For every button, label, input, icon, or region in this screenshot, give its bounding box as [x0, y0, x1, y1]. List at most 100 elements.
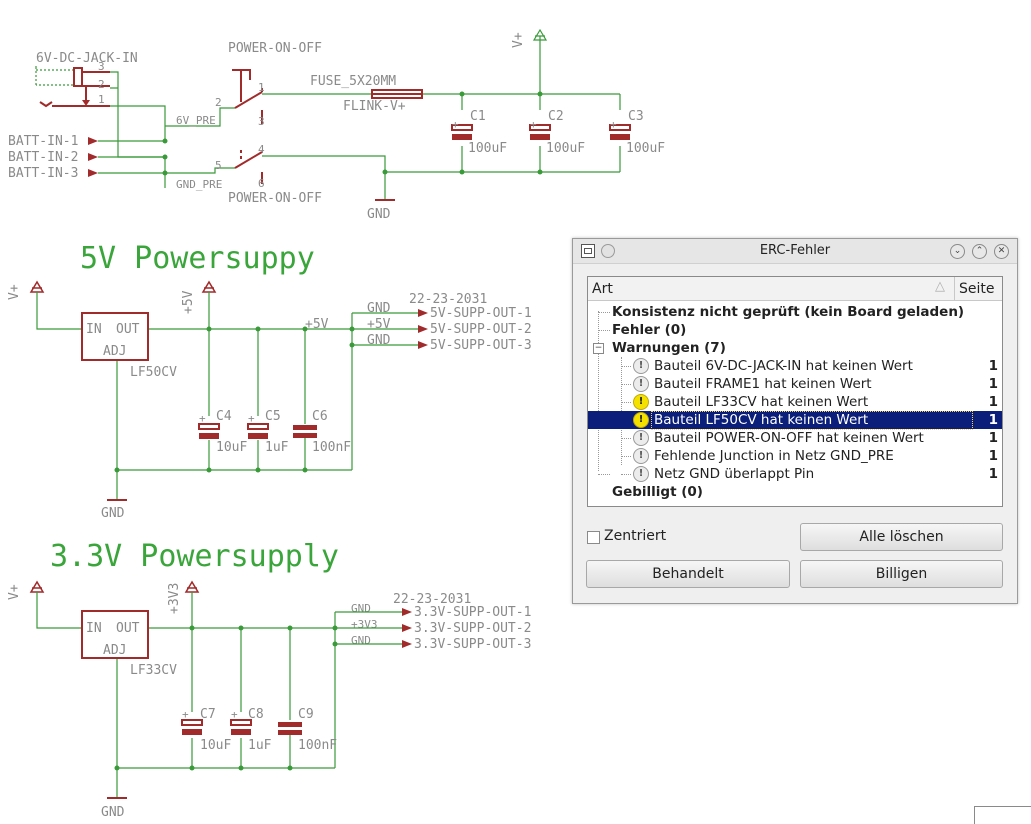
c2-value: 100uF	[546, 141, 585, 156]
c7-value: 10uF	[200, 738, 231, 753]
conn5-out-2: 5V-SUPP-OUT-2	[430, 322, 532, 337]
sort-indicator-icon[interactable]: △	[935, 279, 945, 294]
reg33-in: IN	[86, 621, 102, 636]
warning-grey-icon: !	[633, 466, 649, 482]
dialog-titlebar[interactable]: ERC-Fehler ⌄ ⌃ ✕	[573, 239, 1017, 264]
warning-grey-icon: !	[633, 430, 649, 446]
tree-item-consistency[interactable]: Konsistenz nicht geprüft (kein Board gel…	[612, 304, 965, 320]
switch-pin5: 5	[215, 159, 222, 172]
warning-row[interactable]: ! Bauteil FRAME1 hat keinen Wert 1	[588, 375, 1002, 393]
rail-33v-symbol[interactable]: +3V3	[167, 580, 200, 614]
clear-all-button[interactable]: Alle löschen	[800, 523, 1003, 551]
reg5-in: IN	[86, 322, 102, 337]
zentriert-checkbox[interactable]	[587, 531, 600, 544]
connector-5v[interactable]: 22-23-2031 GND +5V GND 5V-SUPP-OUT-1 5V-…	[365, 292, 532, 353]
cap-c1[interactable]: + C1 100uF	[451, 109, 507, 156]
warning-row[interactable]: ! Fehlende Junction in Netz GND_PRE 1	[588, 447, 1002, 465]
pre-wires	[110, 88, 235, 188]
vplus-33v-label: V+	[7, 584, 22, 600]
svg-text:+: +	[610, 118, 617, 131]
batt-in-1-label: BATT-IN-1	[8, 134, 78, 149]
tree-item-errors[interactable]: Fehler (0)	[612, 322, 687, 338]
gnd-top-label: GND	[367, 207, 391, 222]
conn33-out-2: 3.3V-SUPP-OUT-2	[414, 621, 531, 636]
cap-c9[interactable]: C9 100nF	[278, 707, 337, 753]
switch-name-top: POWER-ON-OFF	[228, 41, 322, 56]
window-menu-icon[interactable]	[601, 244, 615, 258]
wires-5v	[36, 292, 365, 500]
net-6v-pre: 6V_PRE	[176, 114, 216, 127]
frame-corner	[974, 806, 1031, 824]
collapse-icon[interactable]: −	[593, 343, 604, 354]
fuse-wires	[262, 36, 621, 200]
c4-name: C4	[216, 409, 232, 424]
jack-pin2: 2	[98, 78, 105, 91]
svg-text:+: +	[199, 412, 206, 425]
vplus-top[interactable]: V+	[511, 28, 548, 48]
cap-c3[interactable]: + C3 100uF	[609, 109, 665, 156]
conn33-out-3: 3.3V-SUPP-OUT-3	[414, 637, 531, 652]
rail-5v-symbol[interactable]: +5V	[181, 280, 217, 314]
erc-tree[interactable]: Art △ Seite Konsistenz nicht geprüft (ke…	[587, 276, 1003, 507]
handled-button[interactable]: Behandelt	[586, 560, 790, 588]
gnd-33v[interactable]: GND	[101, 797, 127, 820]
cap-c5[interactable]: + C5 1uF	[247, 409, 289, 455]
fuse-value: FLINK-V+	[343, 99, 406, 114]
c3-name: C3	[628, 109, 644, 124]
close-icon[interactable]: ✕	[994, 244, 1009, 259]
c6-name: C6	[312, 409, 328, 424]
connector-33v[interactable]: 22-23-2031 GND +3V3 GND 3.3V-SUPP-OUT-1 …	[350, 592, 531, 652]
tree-item-approved[interactable]: Gebilligt (0)	[612, 484, 703, 500]
cap-c2[interactable]: + C2 100uF	[529, 109, 585, 156]
cap-c4[interactable]: + C4 10uF	[198, 409, 247, 455]
warning-row[interactable]: ! Bauteil POWER-ON-OFF hat keinen Wert 1	[588, 429, 1002, 447]
warning-row[interactable]: ! Netz GND überlappt Pin 1	[588, 465, 1002, 483]
reg33-name: LF33CV	[130, 663, 177, 678]
app-icon[interactable]	[581, 244, 595, 258]
maximize-icon[interactable]: ⌃	[972, 244, 987, 259]
warning-row-selected[interactable]: ! Bauteil LF50CV hat keinen Wert 1	[588, 411, 1002, 430]
erc-dialog[interactable]: ERC-Fehler ⌄ ⌃ ✕ Art △ Seite Konsistenz …	[572, 238, 1018, 604]
switch-pin4: 4	[258, 143, 265, 156]
reg33-out: OUT	[116, 621, 140, 636]
conn5-net-2: +5V	[367, 317, 391, 332]
minimize-icon[interactable]: ⌄	[950, 244, 965, 259]
column-seite[interactable]: Seite	[959, 281, 995, 297]
approve-button[interactable]: Billigen	[800, 560, 1003, 588]
power-switch[interactable]: POWER-ON-OFF POWER-ON-OFF 2 1 3 5 4 6 6V…	[176, 41, 322, 206]
warning-row[interactable]: ! Bauteil 6V-DC-JACK-IN hat keinen Wert …	[588, 357, 1002, 375]
reg5-out: OUT	[116, 322, 140, 337]
gnd-top[interactable]: GND	[367, 199, 395, 222]
cap-c7[interactable]: + C7 10uF	[181, 707, 231, 753]
net-gnd-pre: GND_PRE	[176, 178, 222, 191]
c5-name: C5	[265, 409, 281, 424]
title-33v: 3.3V Powersupply	[50, 539, 339, 574]
c1-name: C1	[470, 109, 486, 124]
svg-text:+: +	[452, 118, 459, 131]
tree-item-warnings[interactable]: − Warnungen (7)	[593, 340, 726, 356]
svg-text:+: +	[248, 412, 255, 425]
rail-33v-label: +3V3	[167, 583, 182, 614]
cap-c6[interactable]: C6 100nF	[293, 409, 351, 455]
warning-grey-icon: !	[633, 448, 649, 464]
c8-value: 1uF	[248, 738, 272, 753]
switch-pin1: 1	[258, 81, 265, 94]
fuse[interactable]: FUSE_5X20MM FLINK-V+	[310, 74, 423, 114]
gnd-5v[interactable]: GND	[101, 499, 127, 521]
zentriert-label[interactable]: Zentriert	[604, 528, 667, 544]
column-art[interactable]: Art	[592, 281, 613, 297]
conn5-name: 22-23-2031	[409, 292, 487, 307]
regulator-lf33cv[interactable]: IN OUT ADJ LF33CV	[81, 610, 177, 678]
gnd-5v-label: GND	[101, 506, 125, 521]
warning-row[interactable]: ! Bauteil LF33CV hat keinen Wert 1	[588, 393, 1002, 411]
cap-c8[interactable]: + C8 1uF	[230, 707, 272, 753]
svg-text:+: +	[231, 708, 238, 721]
regulator-lf50cv[interactable]: IN OUT ADJ LF50CV	[81, 312, 177, 380]
batt-in-3-label: BATT-IN-3	[8, 166, 78, 181]
batt-inputs[interactable]: BATT-IN-1 BATT-IN-2 BATT-IN-3	[8, 134, 165, 181]
dc-jack[interactable]: 6V-DC-JACK-IN 3 2 1	[35, 51, 138, 108]
jack-pin1: 1	[98, 93, 105, 106]
switch-name-bottom: POWER-ON-OFF	[228, 191, 322, 206]
c9-name: C9	[298, 707, 314, 722]
